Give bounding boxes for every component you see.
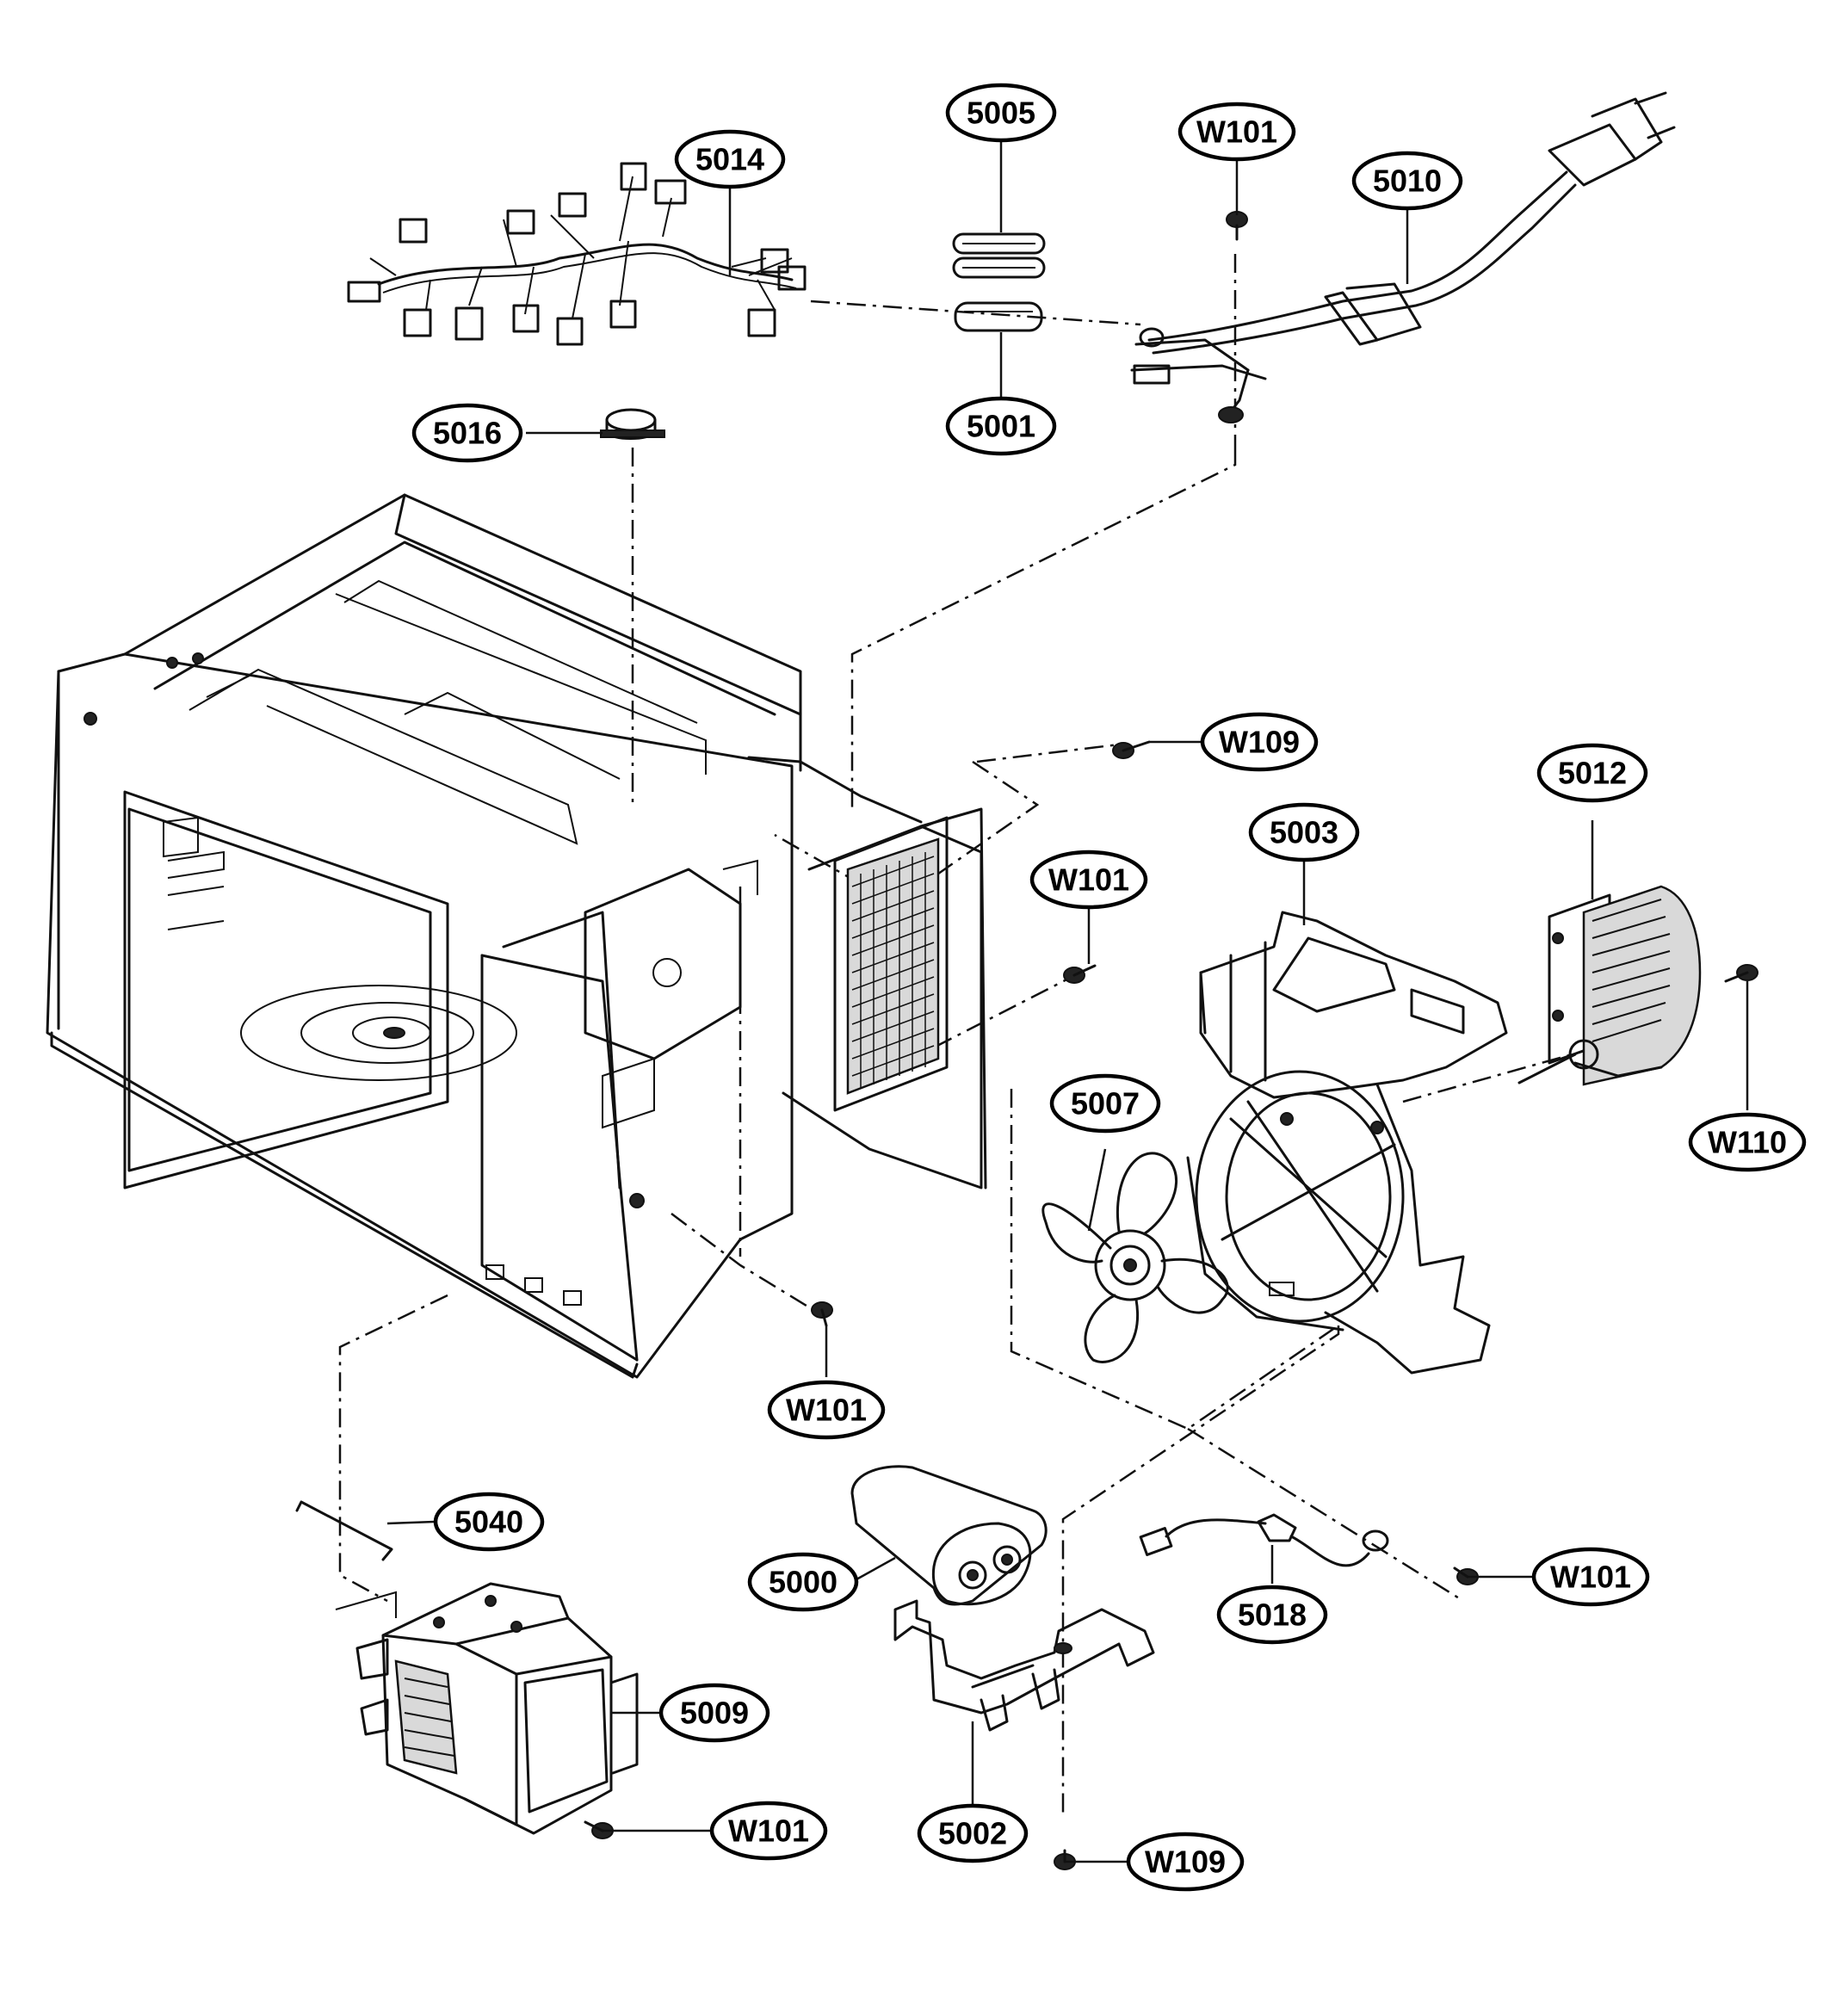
callout-w101-bottom[interactable]: W101 (709, 1801, 828, 1861)
callout-w110[interactable]: W110 (1688, 1112, 1807, 1172)
callout-5012[interactable]: 5012 (1536, 743, 1648, 803)
callout-w101-top[interactable]: W101 (1177, 102, 1296, 162)
thermal-cutout-5016 (600, 408, 665, 440)
label-5009: 5009 (680, 1696, 749, 1731)
label-5005: 5005 (967, 96, 1035, 131)
leader-lines (386, 140, 1749, 1863)
label-w101-right: W101 (1550, 1560, 1631, 1595)
callout-5002[interactable]: 5002 (917, 1803, 1029, 1863)
reference-lines (338, 254, 1619, 1816)
label-5014: 5014 (695, 142, 764, 177)
callout-5010[interactable]: 5010 (1351, 151, 1463, 211)
label-5018: 5018 (1238, 1597, 1307, 1633)
fan-motor-5012 (1517, 885, 1702, 1086)
fuse-holder-5005 (952, 232, 1046, 279)
screw-w101-top (1226, 211, 1248, 241)
label-w101-top: W101 (1196, 114, 1277, 150)
callout-w101-right[interactable]: W101 (1531, 1547, 1650, 1607)
label-w101-bottom: W101 (728, 1814, 809, 1849)
screw-w109-bottom (1054, 1849, 1076, 1870)
fan-blade-5007 (1041, 1152, 1229, 1363)
callout-5018[interactable]: 5018 (1216, 1585, 1328, 1645)
screw-w109-top (1112, 740, 1151, 759)
screw-w101-cabinet (811, 1301, 833, 1327)
magnetron-5009 (335, 1582, 639, 1835)
label-5016: 5016 (433, 416, 502, 451)
callout-w109-top[interactable]: W109 (1200, 712, 1319, 772)
fuse-5001 (954, 301, 1043, 332)
callout-w109-bottom[interactable]: W109 (1126, 1832, 1245, 1892)
screw-w101-bottom (584, 1820, 614, 1839)
capacitor-5000 (850, 1465, 1048, 1606)
label-w101-mid: W101 (1048, 862, 1129, 898)
callout-w101-cabinet[interactable]: W101 (767, 1380, 886, 1440)
label-5012: 5012 (1558, 756, 1627, 791)
label-5007: 5007 (1071, 1086, 1140, 1121)
label-w110: W110 (1708, 1125, 1787, 1160)
label-5001: 5001 (967, 409, 1035, 444)
callout-w101-mid[interactable]: W101 (1029, 850, 1148, 910)
label-5040: 5040 (454, 1505, 523, 1540)
callout-5003[interactable]: 5003 (1248, 802, 1360, 862)
label-5010: 5010 (1373, 164, 1442, 199)
sensor-wire-5018 (1139, 1513, 1389, 1567)
fan-duct-5003 (1186, 911, 1508, 1375)
oven-cabinet (46, 493, 987, 1379)
callout-5005[interactable]: 5005 (945, 83, 1057, 143)
callout-5007[interactable]: 5007 (1049, 1073, 1161, 1134)
wire-5040 (295, 1500, 393, 1561)
power-cord-5010 (1130, 91, 1676, 423)
label-w109-bottom: W109 (1145, 1844, 1226, 1880)
bracket-5002 (893, 1599, 1155, 1732)
wire-harness-5014 (347, 162, 807, 346)
screw-w101-mid (1063, 964, 1097, 984)
label-5002: 5002 (938, 1816, 1007, 1851)
label-5000: 5000 (769, 1565, 837, 1600)
screw-w110 (1724, 964, 1758, 983)
callout-5014[interactable]: 5014 (674, 129, 786, 189)
callout-5009[interactable]: 5009 (658, 1683, 770, 1743)
label-w101-cabinet: W101 (786, 1393, 867, 1428)
vent-grille (851, 852, 935, 1089)
label-w109-top: W109 (1219, 725, 1300, 760)
callout-5040[interactable]: 5040 (433, 1492, 545, 1552)
callout-5001[interactable]: 5001 (945, 396, 1057, 456)
label-5003: 5003 (1270, 815, 1338, 850)
callout-5016[interactable]: 5016 (411, 403, 523, 463)
callout-5000[interactable]: 5000 (747, 1552, 859, 1612)
